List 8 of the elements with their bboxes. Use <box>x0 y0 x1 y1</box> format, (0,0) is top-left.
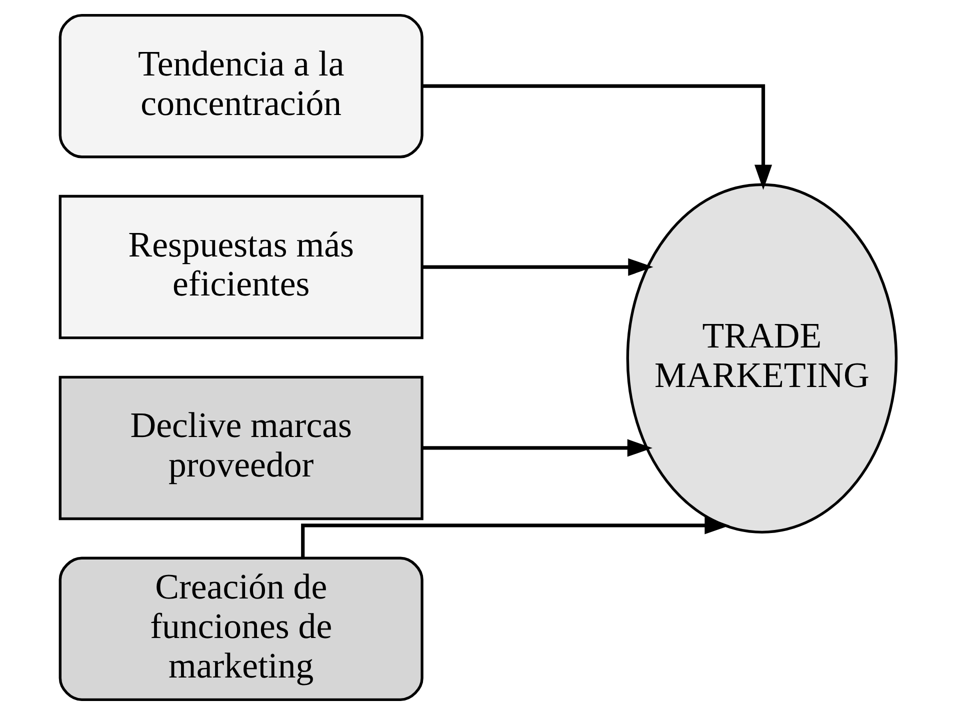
node-box: Respuestas más eficientes <box>58 194 423 340</box>
node-box: Tendencia a la concentración <box>58 14 423 158</box>
arrow <box>422 258 653 276</box>
node-box: Declive marcas proveedor <box>58 376 423 520</box>
node-box: Creación de funciones de marketing <box>58 556 423 702</box>
arrow <box>422 439 652 457</box>
arrow <box>300 516 730 558</box>
arrow <box>422 84 772 190</box>
